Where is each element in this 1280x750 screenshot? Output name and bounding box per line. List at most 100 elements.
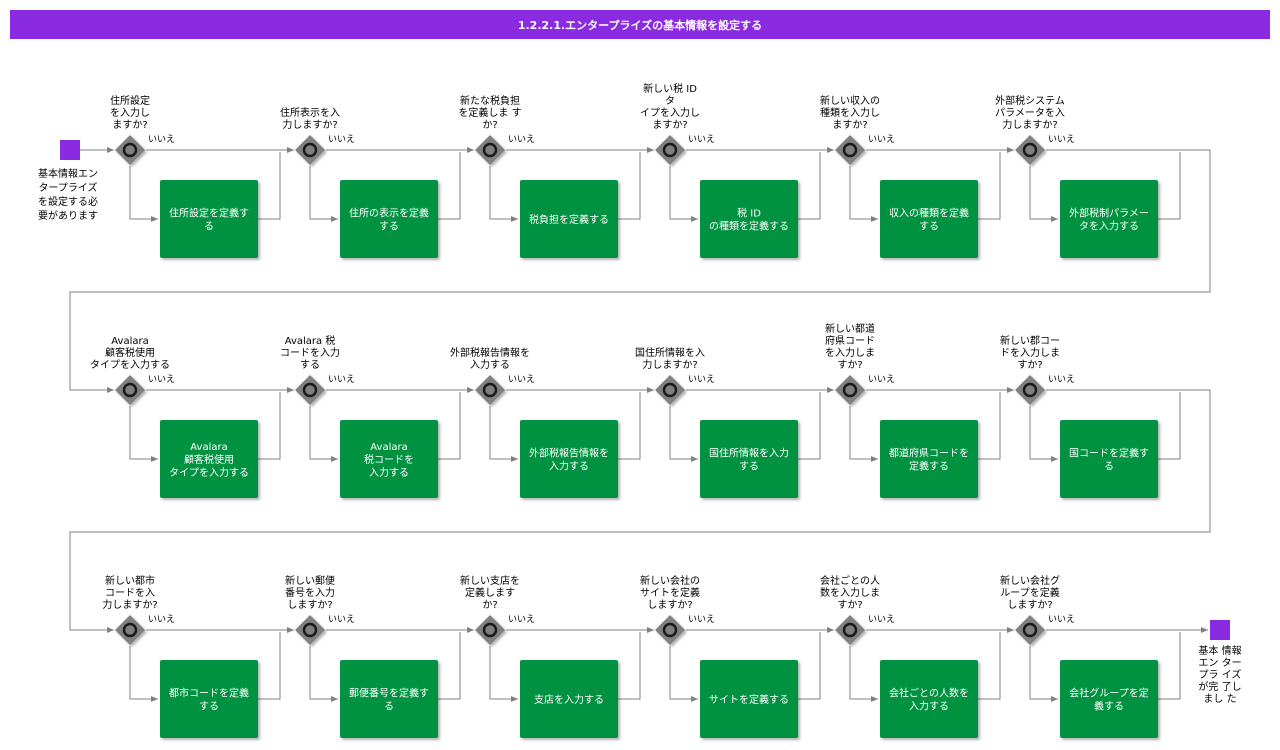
- task-label: 国コードを定義する: [1069, 447, 1149, 473]
- yes-flow-line: [129, 646, 158, 702]
- no-label: いいえ: [688, 134, 715, 145]
- start-label: 基本情報エンタープライズを設定する必要があります: [38, 167, 98, 222]
- yes-flow-line: [489, 166, 518, 222]
- no-label: いいえ: [328, 614, 355, 625]
- no-label: いいえ: [868, 614, 895, 625]
- gateway-diamond: [655, 615, 685, 645]
- task-label: 税負担を定義する: [529, 213, 609, 226]
- no-label: いいえ: [1048, 134, 1075, 145]
- task-label: 住所設定を定義する: [169, 207, 249, 233]
- end-event: [1210, 620, 1230, 640]
- yes-flow-line: [669, 646, 698, 702]
- gateway-diamond: [835, 375, 865, 405]
- task-box: [1060, 180, 1158, 258]
- task-label: 都道府県コードを定義する: [889, 447, 969, 473]
- gateway-question: 新しい都道府県コードを入力しますか?: [825, 322, 875, 371]
- task-box: [880, 660, 978, 738]
- gateway-marker: [122, 382, 138, 398]
- no-label: いいえ: [508, 614, 535, 625]
- return-flow-line: [798, 152, 821, 220]
- yes-flow-line: [1029, 646, 1058, 702]
- task-label: 外部税報告情報を入力する: [529, 447, 609, 473]
- row-wrap-line: [69, 149, 1211, 393]
- row-wrap-line: [69, 389, 1211, 633]
- gateway-diamond: [1015, 135, 1045, 165]
- task-label: 住所の表示を定義する: [349, 207, 429, 233]
- yes-flow-line: [129, 406, 158, 462]
- gateway-marker: [482, 382, 498, 398]
- gateway-question: 国住所情報を入力しますか?: [635, 346, 705, 371]
- gateway-question: 会社ごとの人数を入力しますか?: [820, 574, 880, 611]
- task-box: [700, 660, 798, 738]
- gateway-marker: [662, 622, 678, 638]
- return-flow-line: [258, 392, 281, 460]
- yes-flow-line: [309, 646, 338, 702]
- yes-flow-line: [849, 166, 878, 222]
- return-flow-line: [438, 392, 461, 460]
- gateway-marker: [302, 142, 318, 158]
- gateway-diamond: [295, 375, 325, 405]
- gateway-marker: [662, 142, 678, 158]
- return-flow-line: [618, 632, 641, 700]
- return-flow-line: [978, 632, 1001, 700]
- gateway-marker: [1022, 622, 1038, 638]
- gateway-question: 新しい会社のサイトを定義しますか?: [640, 574, 700, 611]
- task-box: [160, 660, 258, 738]
- no-label: いいえ: [868, 374, 895, 385]
- gateway-question: 新しい都市コードを入力しますか?: [102, 574, 157, 611]
- task-label: 郵便番号を定義する: [349, 687, 429, 713]
- gateway-diamond: [655, 375, 685, 405]
- gateway-marker: [842, 382, 858, 398]
- no-label: いいえ: [148, 614, 175, 625]
- task-box: [340, 660, 438, 738]
- gateway-marker: [1022, 382, 1038, 398]
- gateway-question: 外部税報告情報を入力する: [450, 346, 530, 371]
- no-label: いいえ: [688, 374, 715, 385]
- no-label: いいえ: [688, 614, 715, 625]
- no-label: いいえ: [328, 374, 355, 385]
- gateway-diamond: [115, 135, 145, 165]
- gateway-question: Avalara 税コードを入力する: [280, 334, 340, 371]
- gateway-diamond: [835, 135, 865, 165]
- return-flow-line: [978, 152, 1001, 220]
- gateway-diamond: [655, 135, 685, 165]
- gateway-marker: [482, 142, 498, 158]
- task-box: [520, 420, 618, 498]
- return-flow-line: [618, 152, 641, 220]
- gateway-marker: [302, 622, 318, 638]
- gateway-marker: [122, 622, 138, 638]
- return-flow-line: [438, 632, 461, 700]
- yes-flow-line: [489, 646, 518, 702]
- diagram-title: 1.2.2.1.エンタープライズの基本情報を設定する: [10, 10, 1270, 39]
- return-flow-line: [438, 152, 461, 220]
- gateway-diamond: [115, 375, 145, 405]
- yes-flow-line: [849, 646, 878, 702]
- yes-flow-line: [849, 406, 878, 462]
- return-flow-line: [798, 392, 821, 460]
- no-label: いいえ: [328, 134, 355, 145]
- task-box: [520, 180, 618, 258]
- task-label: 収入の種類を定義する: [889, 207, 969, 233]
- gateway-diamond: [115, 615, 145, 645]
- no-label: いいえ: [508, 134, 535, 145]
- gateway-marker: [842, 622, 858, 638]
- gateway-question: 新しい郡コードを入力しますか?: [1000, 334, 1060, 371]
- task-label: 外部税制パラメータを入力する: [1069, 207, 1149, 233]
- gateway-question: 新しい郵便番号を入力しますか?: [285, 574, 335, 611]
- gateway-question: 住所設定を入力しますか?: [110, 94, 150, 131]
- task-box: [1060, 660, 1158, 738]
- yes-flow-line: [489, 406, 518, 462]
- task-label: 支店を入力する: [534, 693, 604, 706]
- gateway-question: 住所表示を入力しますか?: [280, 106, 340, 131]
- gateway-diamond: [295, 135, 325, 165]
- gateway-marker: [662, 382, 678, 398]
- gateway-diamond: [475, 615, 505, 645]
- task-label: 国住所情報を入力する: [709, 447, 789, 473]
- gateway-question: 新たな税負担を定義しま すか?: [458, 94, 521, 131]
- task-box: [700, 420, 798, 498]
- gateway-diamond: [1015, 375, 1045, 405]
